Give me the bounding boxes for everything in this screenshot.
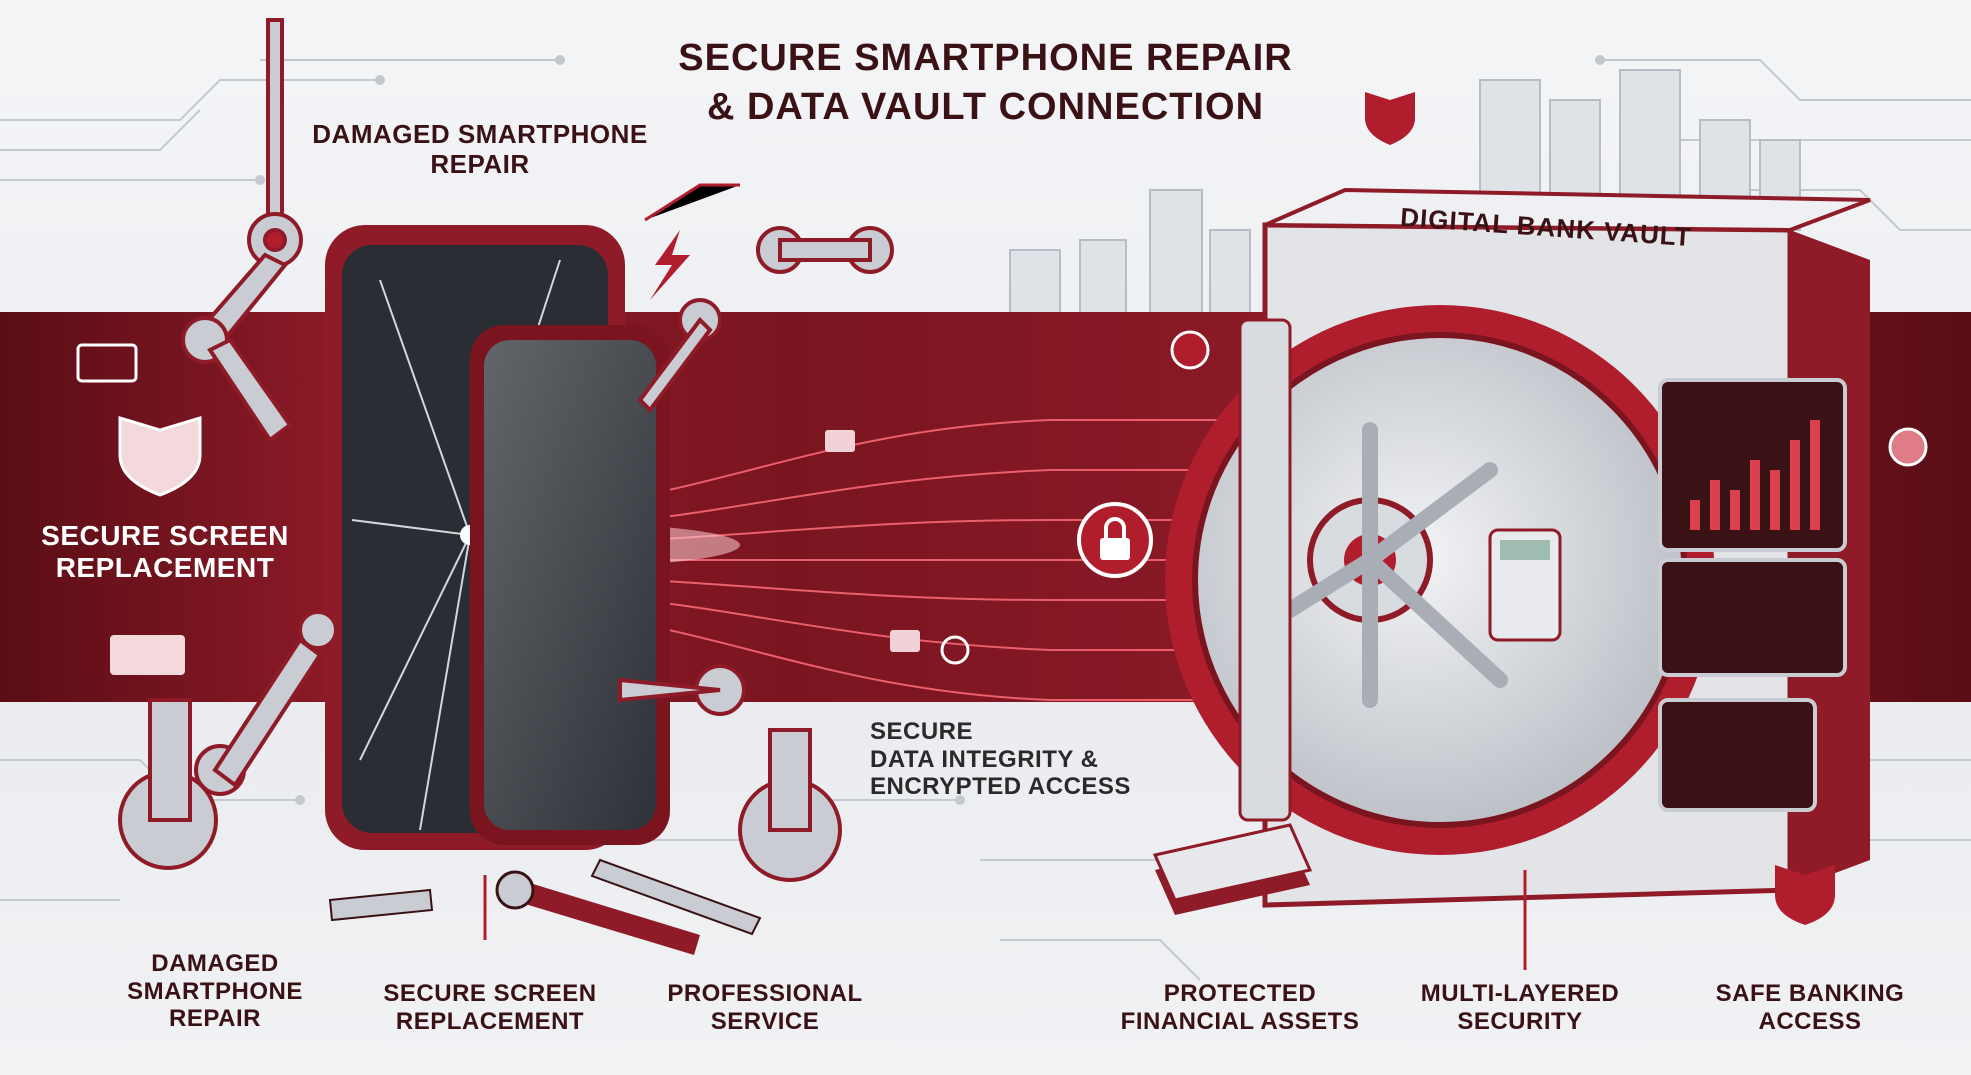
bottom-label-line: SERVICE (710, 1007, 820, 1035)
bottom-label-line: SAFE BANKING (1715, 980, 1905, 1007)
bottom-label-line: FINANCIAL ASSETS (1120, 1007, 1360, 1035)
bottom-label-line: SMARTPHONE (127, 977, 303, 1005)
bottom-label-line: REPLACEMENT (395, 1007, 585, 1035)
screwdriver-icon (328, 858, 762, 936)
label-damaged-repair: DAMAGED SMARTPHONE REPAIR (312, 119, 648, 179)
bottom-label-multi-layered: MULTI-LAYERED SECURITY (1395, 980, 1645, 1035)
bottom-label-line: MULTI-LAYERED (1420, 980, 1620, 1007)
bottom-label-safe-banking: SAFE BANKING ACCESS (1690, 980, 1930, 1035)
bottom-label-line: PROTECTED (1163, 980, 1317, 1007)
bottom-label-line: PROFESSIONAL (667, 980, 863, 1007)
bottom-label-protected-assets: PROTECTED FINANCIAL ASSETS (1100, 980, 1380, 1035)
robotic-arm-icon (118, 18, 894, 882)
dollar-coin-icon (1888, 427, 1928, 467)
bottom-label-line: REPAIR (169, 1005, 261, 1033)
lightning-icon (650, 230, 690, 300)
bottom-label-line: SECURITY (1457, 1007, 1583, 1035)
title-line-2: & DATA VAULT CONNECTION (706, 86, 1265, 129)
replacement-phone (470, 325, 670, 845)
monitor-icon (76, 343, 138, 383)
dollar-coin-icon (1170, 330, 1210, 370)
wrench-icon (495, 870, 700, 955)
chart-icon (1658, 378, 1847, 812)
label-secure-screen: SECURE SCREEN REPLACEMENT (41, 520, 289, 584)
bottom-label-line: DAMAGED (151, 950, 279, 977)
label-data-integrity: SECURE DATA INTEGRITY & ENCRYPTED ACCESS (870, 718, 1190, 801)
integrity-line-1: SECURE (870, 718, 974, 745)
bottom-label-secure-screen: SECURE SCREEN REPLACEMENT (360, 980, 620, 1035)
bottom-label-line: ACCESS (1758, 1007, 1862, 1035)
integrity-line-3: ENCRYPTED ACCESS (870, 773, 1131, 801)
shield-lock-icon (118, 92, 1835, 925)
title-line-1: SECURE SMARTPHONE REPAIR (678, 37, 1293, 79)
padlock-icon (825, 430, 1153, 652)
credit-card-icon (110, 635, 1313, 915)
page-title: SECURE SMARTPHONE REPAIR & DATA VAULT CO… (0, 34, 1971, 133)
globe-icon (940, 635, 970, 665)
integrity-line-2: DATA INTEGRITY & (870, 745, 1099, 773)
bottom-label-professional: PROFESSIONAL SERVICE (640, 980, 890, 1035)
bottom-label-line: SECURE SCREEN (383, 980, 597, 1007)
bottom-label-damaged-repair: DAMAGED SMARTPHONE REPAIR (110, 950, 320, 1033)
